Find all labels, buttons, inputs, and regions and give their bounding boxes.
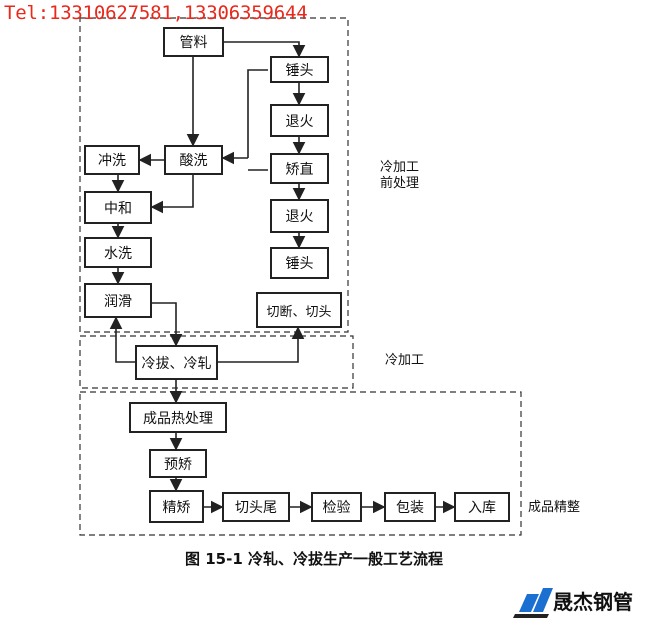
figure-caption: 图 15-1 冷轧、冷拔生产一般工艺流程 xyxy=(185,550,443,568)
region-label-finishing: 成品精整 xyxy=(528,500,581,515)
node-ruku: 入库 xyxy=(454,492,510,522)
node-jingjiao: 精矫 xyxy=(149,490,204,523)
node-jiaozhi: 矫直 xyxy=(270,153,329,184)
watermark-phone: Tel:13310627581,13306359644 xyxy=(4,2,308,24)
node-guanliao: 管料 xyxy=(163,27,224,57)
node-qietouwei: 切头尾 xyxy=(222,492,290,522)
region-label-cold-working: 冷加工 xyxy=(385,353,425,368)
node-yujiao: 预矫 xyxy=(149,449,207,478)
node-qieduan: 切断、切头 xyxy=(256,292,342,328)
pretreatment-region-border xyxy=(79,17,349,333)
node-zhonghe: 中和 xyxy=(84,191,152,224)
node-suanxi: 酸洗 xyxy=(164,145,223,175)
node-tuihuo-1: 退火 xyxy=(270,104,329,137)
node-chuitou-1: 锤头 xyxy=(270,56,329,83)
cold-working-region-border xyxy=(79,335,354,389)
finishing-region-border xyxy=(79,391,522,536)
node-rechuli: 成品热处理 xyxy=(129,402,227,433)
node-lengba: 冷拔、冷轧 xyxy=(135,345,218,380)
node-tuihuo-2: 退火 xyxy=(270,199,329,233)
logo-text: 晟杰钢管 xyxy=(553,590,633,614)
node-chongxi: 冲洗 xyxy=(84,145,140,175)
company-logo: 晟杰钢管 xyxy=(513,582,653,620)
node-jianyan: 检验 xyxy=(311,492,362,522)
node-baozhuang: 包装 xyxy=(384,492,436,522)
node-chuitou-2: 锤头 xyxy=(270,247,329,279)
logo-mark xyxy=(513,588,553,618)
node-shuixi: 水洗 xyxy=(84,237,152,268)
node-runhua: 润滑 xyxy=(84,283,152,318)
region-label-pretreatment: 冷加工 前处理 xyxy=(380,160,420,191)
